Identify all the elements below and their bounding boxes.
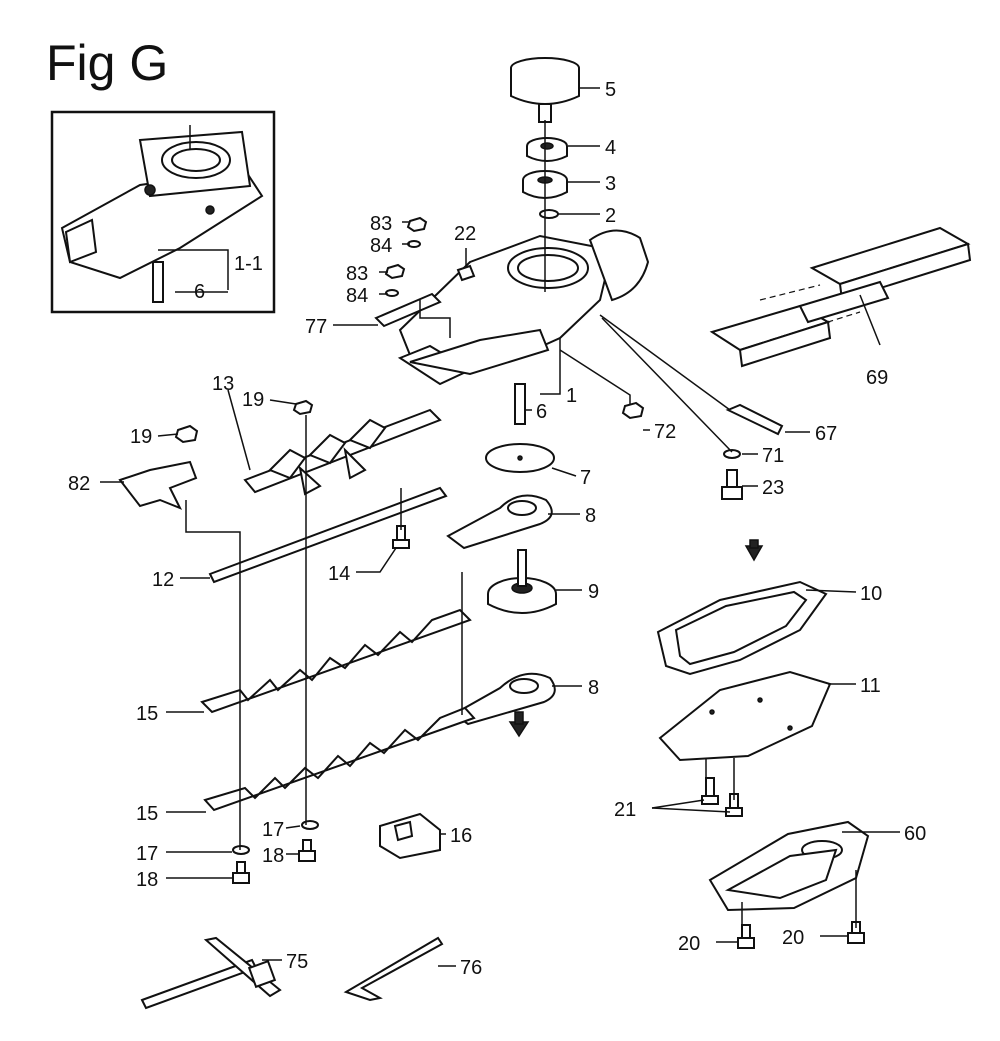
label-76: 76 [460, 957, 482, 979]
inset-gear-case [50, 110, 276, 314]
down-arrow-icon-2 [508, 711, 530, 738]
label-75: 75 [286, 951, 308, 973]
gasket-part-10 [656, 580, 828, 676]
label-83-b: 83 [346, 263, 368, 285]
disk-part-7 [485, 443, 555, 473]
cup-part-5 [510, 57, 580, 123]
label-77: 77 [305, 316, 327, 338]
label-83-a: 83 [370, 213, 392, 235]
label-12: 12 [152, 569, 174, 591]
washer-part-84-b [385, 289, 399, 297]
label-1: 1 [566, 385, 577, 407]
blade-part-15-a [200, 608, 472, 714]
label-6-inset: 6 [194, 281, 205, 303]
label-71: 71 [762, 445, 784, 467]
label-22: 22 [454, 223, 476, 245]
label-2: 2 [605, 205, 616, 227]
cover-part-11 [658, 670, 832, 762]
label-19-b: 19 [130, 426, 152, 448]
label-1-1: 1-1 [234, 253, 263, 275]
blade-part-13 [243, 408, 442, 496]
screw-part-20-a [737, 924, 755, 949]
label-72: 72 [654, 421, 676, 443]
leader-lines [100, 87, 900, 967]
label-23: 23 [762, 477, 784, 499]
bolt-part-23 [721, 469, 743, 500]
plate-part-8-a [446, 494, 553, 550]
bracket-part-82 [118, 460, 198, 510]
label-7: 7 [580, 467, 591, 489]
blade-part-15-b [203, 706, 476, 812]
label-4: 4 [605, 137, 616, 159]
case-part-60 [708, 820, 870, 912]
label-18-b: 18 [262, 845, 284, 867]
down-arrow-icon [744, 539, 764, 562]
label-82: 82 [68, 473, 90, 495]
label-9: 9 [588, 581, 599, 603]
label-13: 13 [212, 373, 234, 395]
bolt-part-18-a [232, 861, 250, 884]
plate-part-77 [374, 292, 442, 328]
label-3: 3 [605, 173, 616, 195]
guide-bar-part-12 [208, 486, 448, 584]
label-84-b: 84 [346, 285, 368, 307]
label-16: 16 [450, 825, 472, 847]
label-67: 67 [815, 423, 837, 445]
label-11: 11 [860, 675, 881, 697]
rod-part-67 [725, 403, 784, 436]
callout-labels: 5 4 3 2 22 83 84 83 84 77 1 6 72 67 71 2… [68, 79, 926, 979]
label-17-b: 17 [136, 843, 158, 865]
nut-part-83-a [406, 216, 428, 233]
label-60: 60 [904, 823, 926, 845]
hex-key-part-76 [343, 936, 444, 1002]
bolt-part-18-b [298, 839, 316, 862]
gear-case-part-1 [397, 229, 650, 425]
label-84-a: 84 [370, 235, 392, 257]
label-10: 10 [860, 583, 882, 605]
label-15-a: 15 [136, 703, 158, 725]
label-69: 69 [866, 367, 888, 389]
wrench-part-75 [140, 936, 282, 1010]
nut-part-19-a [292, 399, 314, 416]
label-20-a: 20 [678, 933, 700, 955]
assembly-lines [185, 120, 857, 930]
label-8-b: 8 [588, 677, 599, 699]
label-19-a: 19 [242, 389, 264, 411]
nut-part-72 [621, 401, 645, 420]
label-8-a: 8 [585, 505, 596, 527]
label-5: 5 [605, 79, 616, 101]
label-21: 21 [614, 799, 636, 821]
nut-part-83-b [384, 263, 406, 280]
bearing-part-4 [526, 137, 568, 162]
screw-part-21-a [701, 777, 719, 805]
label-20-b: 20 [782, 927, 804, 949]
label-15-b: 15 [136, 803, 158, 825]
washer-part-71 [723, 449, 741, 459]
label-18-a: 18 [136, 869, 158, 891]
washer-part-2 [539, 209, 559, 219]
nut-part-19-b [174, 424, 199, 444]
blade-cover-part-69 [709, 226, 972, 368]
plate-part-8-b [452, 672, 556, 726]
label-6: 6 [536, 401, 547, 423]
figure-title: Fig G [46, 35, 168, 91]
label-17-a: 17 [262, 819, 284, 841]
label-14: 14 [328, 563, 350, 585]
washer-part-17-a [232, 845, 250, 855]
gear-part-9 [487, 549, 557, 614]
washer-part-17-b [301, 820, 319, 830]
clip-part-16 [379, 812, 441, 860]
